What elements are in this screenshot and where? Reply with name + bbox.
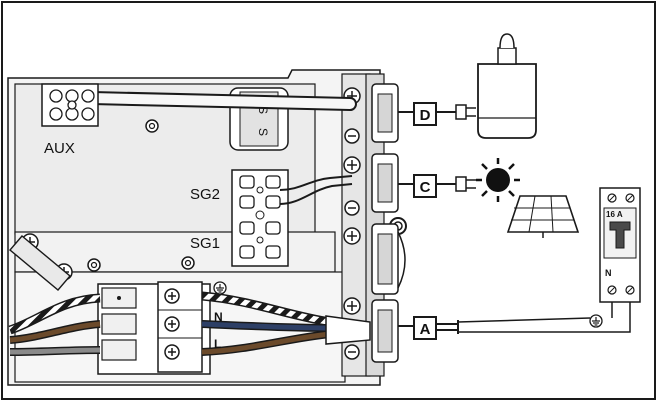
cable-a-to-breaker (457, 300, 631, 333)
connector-c (398, 174, 476, 198)
sun-icon (476, 158, 520, 202)
svg-text:S: S (256, 128, 270, 136)
solar-panel-icon (506, 195, 580, 238)
breaker-rating-label: 16 A (606, 210, 623, 219)
sg-terminal-block (231, 169, 289, 267)
ground-icon (213, 281, 227, 295)
connector-a (398, 316, 459, 340)
circuit-breaker-icon (599, 187, 641, 303)
connector-a-label: A (420, 321, 431, 338)
mains-terminal-block (97, 281, 211, 375)
connector-c-label: C (420, 179, 431, 196)
connector-d (398, 102, 476, 126)
mains-cable-bundle (201, 291, 371, 356)
live-label: L (214, 337, 221, 351)
sg2-cable (279, 175, 353, 205)
breaker-neutral-label: N (605, 268, 612, 278)
aux-terminal-block (41, 83, 99, 127)
svg-text:S: S (256, 106, 270, 114)
cable-glands (371, 83, 406, 363)
aux-label: AUX (44, 140, 75, 157)
connector-d-label: D (420, 107, 431, 124)
lamp-icon (477, 33, 537, 139)
sg2-label: SG2 (190, 186, 220, 203)
bracket-slot (9, 235, 71, 291)
mains-wires-left (8, 293, 101, 356)
neutral-label: N (214, 310, 223, 324)
breaker-ground-icon (589, 314, 603, 328)
sg1-label: SG1 (190, 235, 220, 252)
